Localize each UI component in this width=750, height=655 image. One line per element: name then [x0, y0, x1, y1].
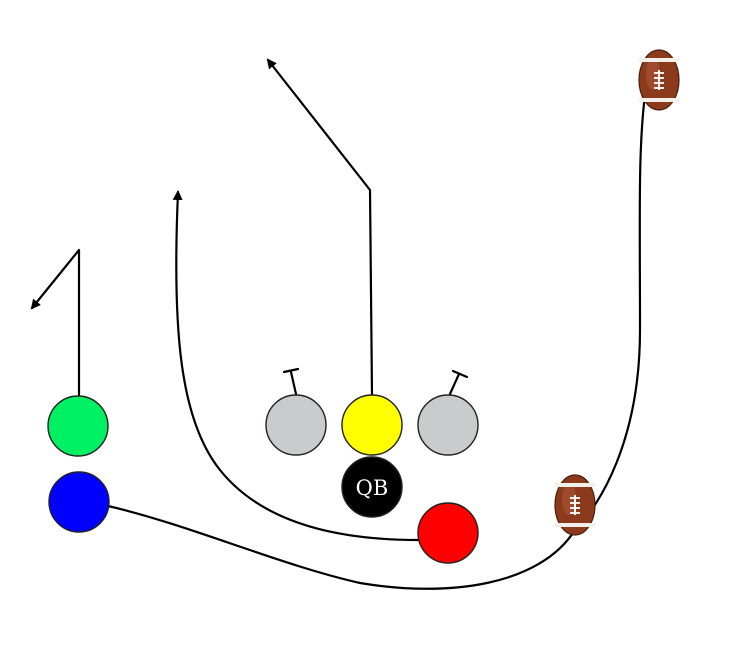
center: [341, 394, 403, 456]
right-lineman-block: [448, 369, 469, 396]
green-receiver: [47, 395, 109, 457]
quarterback: [341, 456, 403, 518]
red-back: [417, 502, 479, 564]
red-back-route: [172, 190, 420, 542]
left-lineman: [265, 394, 327, 456]
right-lineman: [417, 394, 479, 456]
green-receiver-route: [30, 248, 81, 397]
left-lineman-block: [282, 367, 300, 396]
blue-back: [48, 471, 110, 533]
football-icon: [638, 49, 680, 111]
center-route: [266, 58, 374, 397]
football-icon: [554, 474, 596, 536]
qb-label: QB: [356, 476, 389, 500]
